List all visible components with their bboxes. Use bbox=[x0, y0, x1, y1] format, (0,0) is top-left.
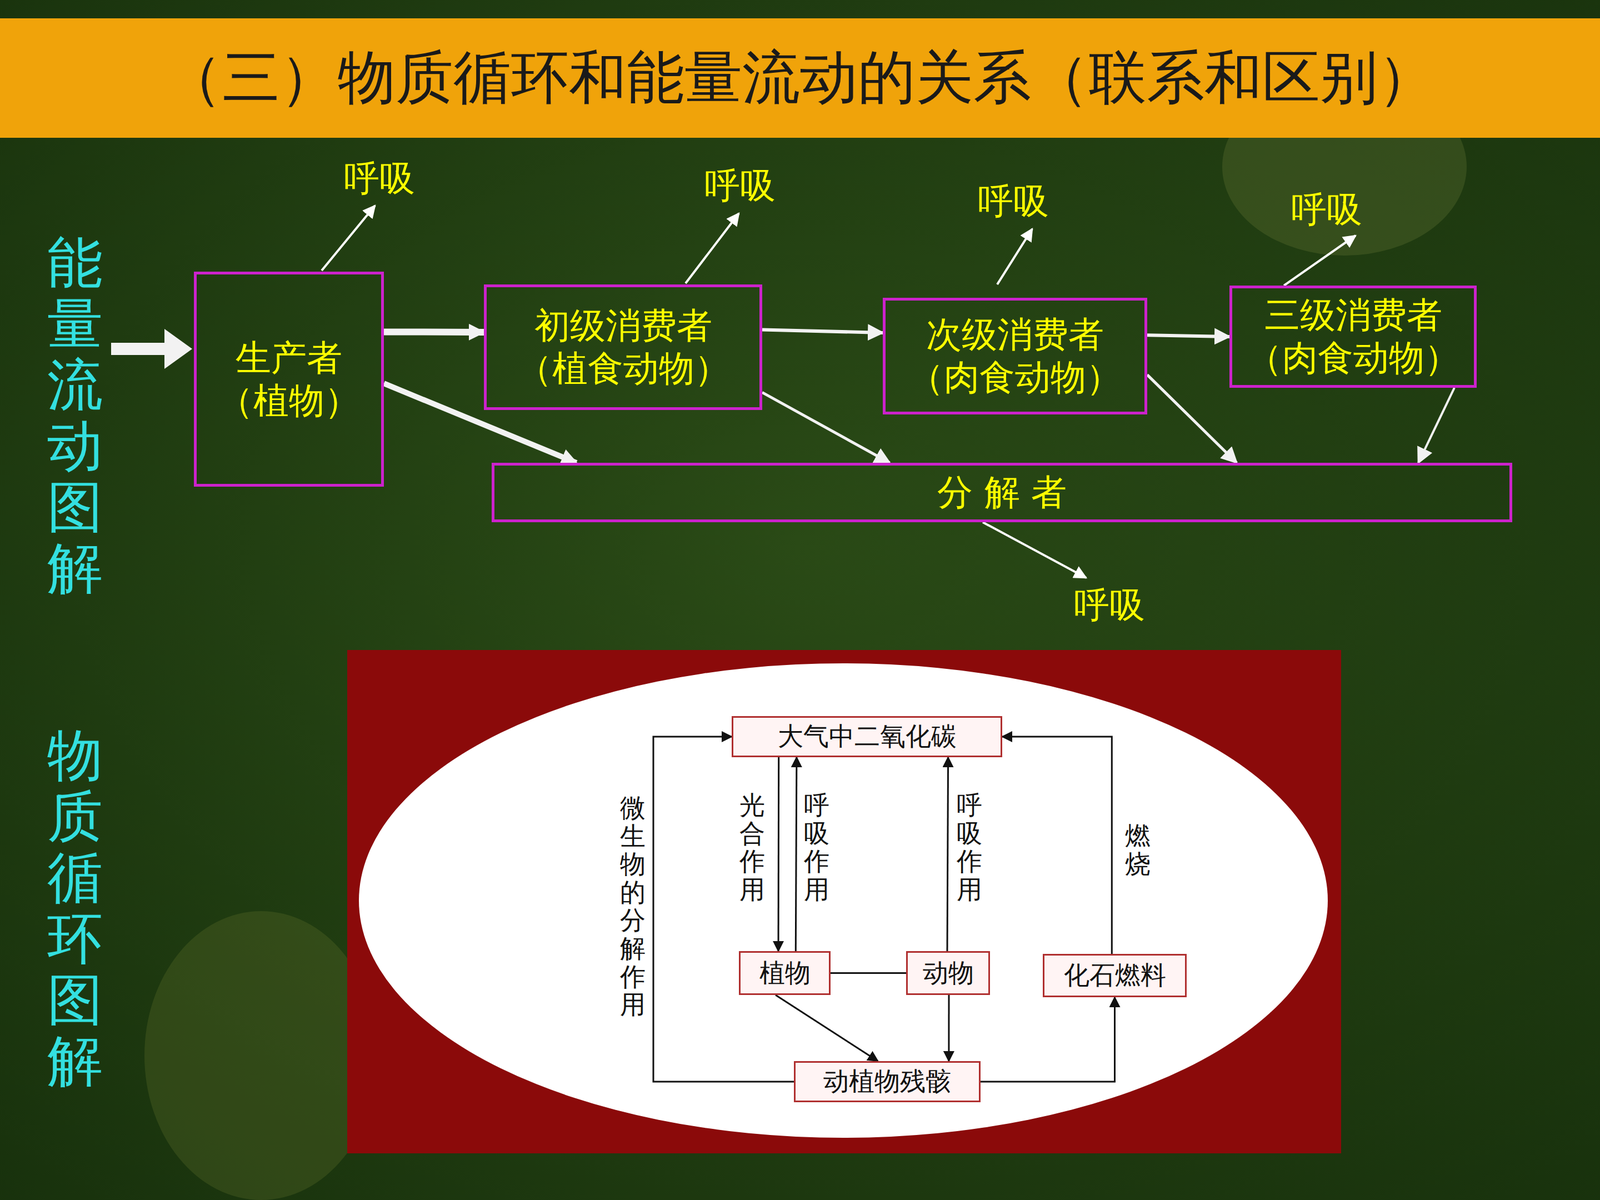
flow-arrow bbox=[777, 757, 780, 952]
respiration-label: 呼吸 bbox=[977, 177, 1049, 226]
node-text: （植食动物） bbox=[516, 347, 730, 390]
flow-arrow bbox=[947, 757, 949, 952]
trophic-box: 次级消费者（肉食动物） bbox=[882, 297, 1148, 415]
flow-arrow bbox=[1002, 736, 1112, 954]
process-label: 光合作用 bbox=[739, 791, 765, 904]
flow-arrow bbox=[383, 328, 484, 336]
node-text: （肉食动物） bbox=[908, 356, 1122, 399]
process-label: 呼吸作用 bbox=[803, 791, 830, 904]
node-text: 生产者 bbox=[235, 336, 343, 380]
respiration-label: 呼吸 bbox=[704, 161, 776, 210]
node-text: 动植物残骸 bbox=[823, 1066, 952, 1097]
trophic-box: 初级消费者（植食动物） bbox=[483, 284, 763, 410]
cycle-box: 动物 bbox=[906, 951, 990, 995]
respiration-label: 呼吸 bbox=[1073, 581, 1145, 630]
trophic-box: 生产者（植物） bbox=[193, 271, 384, 487]
flow-arrow bbox=[980, 997, 1115, 1082]
node-text: 化石燃料 bbox=[1063, 960, 1167, 991]
section-label: 能量流动图解 bbox=[47, 232, 103, 599]
flow-arrow bbox=[383, 383, 577, 463]
flow-arrow bbox=[947, 995, 950, 1062]
cycle-box: 植物 bbox=[738, 951, 831, 995]
node-text: （肉食动物） bbox=[1246, 336, 1460, 380]
respiration-label: 呼吸 bbox=[1291, 185, 1363, 234]
cycle-box: 动植物残骸 bbox=[793, 1061, 981, 1103]
node-text: 植物 bbox=[759, 957, 811, 989]
flow-arrow bbox=[775, 995, 878, 1062]
flow-arrow bbox=[762, 392, 890, 463]
node-text: 大气中二氧化碳 bbox=[777, 721, 957, 752]
slide-title: （三）物质循环和能量流动的关系（联系和区别） bbox=[164, 39, 1436, 118]
title-bar: （三）物质循环和能量流动的关系（联系和区别） bbox=[0, 18, 1600, 138]
flow-arrow bbox=[795, 757, 797, 952]
flow-arrow bbox=[653, 736, 794, 1082]
flow-arrow bbox=[762, 329, 883, 333]
node-text: 分 解 者 bbox=[937, 471, 1067, 514]
respiration-label: 呼吸 bbox=[343, 154, 415, 203]
cycle-box: 化石燃料 bbox=[1042, 953, 1187, 998]
cycle-box: 大气中二氧化碳 bbox=[731, 716, 1003, 758]
flow-arrow bbox=[1147, 375, 1237, 463]
node-text: 动物 bbox=[922, 957, 974, 989]
flow-arrow bbox=[1147, 335, 1230, 337]
flow-arrow bbox=[1418, 387, 1455, 463]
node-text: 次级消费者 bbox=[926, 313, 1104, 357]
energy-input-arrow bbox=[111, 342, 167, 355]
energy-input-head bbox=[164, 328, 193, 369]
frame-oval bbox=[358, 663, 1328, 1138]
node-text: 初级消费者 bbox=[534, 304, 713, 348]
process-label: 微生物的分解作用 bbox=[620, 793, 646, 1019]
trophic-box: 三级消费者（肉食动物） bbox=[1229, 285, 1477, 388]
deco-egg bbox=[144, 911, 378, 1200]
frame bbox=[347, 650, 1342, 1154]
process-label: 呼吸作用 bbox=[956, 791, 983, 904]
flow-arrow bbox=[830, 972, 907, 974]
trophic-box: 分 解 者 bbox=[491, 462, 1513, 523]
section-label: 物质循环图解 bbox=[47, 725, 103, 1092]
node-text: （植物） bbox=[217, 379, 360, 423]
node-text: 三级消费者 bbox=[1264, 293, 1443, 337]
process-label: 燃烧 bbox=[1125, 821, 1151, 878]
